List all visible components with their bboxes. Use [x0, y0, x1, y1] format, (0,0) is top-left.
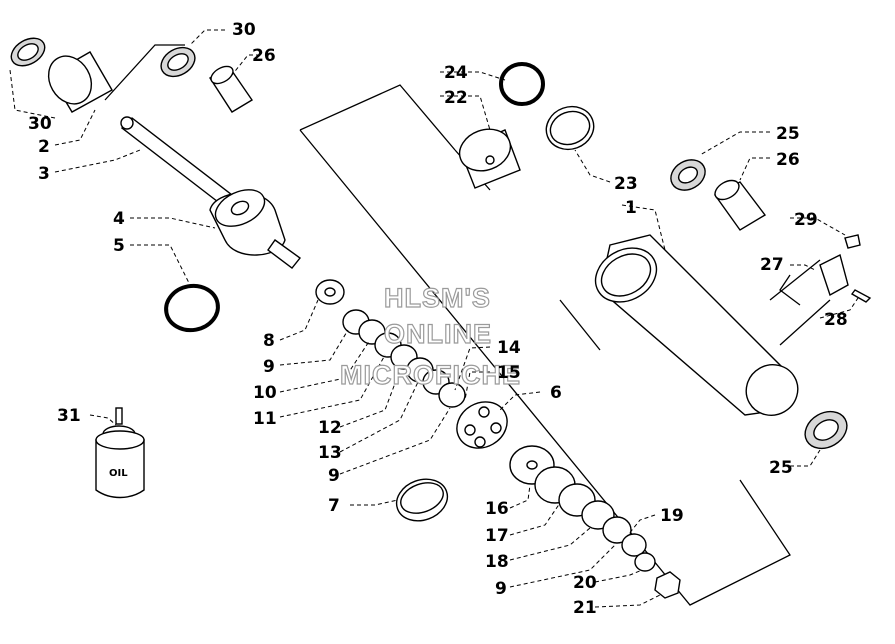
part-labels: 30 26 30 2 3 4 5 24 22 23 25 26 1 29 27 … — [28, 20, 848, 618]
label-24: 24 — [444, 63, 468, 83]
leader-lines — [9, 29, 861, 608]
label-7: 7 — [328, 496, 340, 516]
label-25-bottom: 25 — [769, 458, 793, 478]
label-3: 3 — [38, 164, 50, 184]
part-28-valve-core — [850, 289, 872, 303]
part-27-valve — [819, 253, 849, 297]
watermark-line-3: MICROFICHE — [340, 360, 521, 390]
label-21: 21 — [573, 598, 597, 618]
label-16: 16 — [485, 499, 509, 519]
label-5: 5 — [113, 236, 125, 256]
part-23-ring — [545, 105, 595, 151]
part-22-piston — [458, 128, 521, 189]
part-24-o-ring — [499, 62, 545, 106]
part-29-valve-cap — [844, 234, 861, 249]
watermark-line-1: HLSM'S — [384, 283, 491, 313]
part-26-sleeve-top — [208, 65, 253, 113]
label-11: 11 — [253, 409, 277, 429]
label-14: 14 — [497, 338, 521, 358]
label-22: 22 — [444, 88, 468, 108]
label-31: 31 — [57, 406, 81, 426]
label-17: 17 — [485, 526, 509, 546]
watermark-line-2: ONLINE — [384, 319, 492, 349]
label-12: 12 — [318, 418, 342, 438]
assembly-frame-outline — [299, 84, 791, 606]
part-25-bushing-top — [670, 159, 706, 191]
label-26-right: 26 — [776, 150, 800, 170]
label-19: 19 — [660, 506, 684, 526]
label-30-left: 30 — [28, 114, 52, 134]
part-2-spacer — [47, 51, 113, 113]
label-27: 27 — [760, 255, 784, 275]
part-30-bushing-top — [10, 37, 46, 67]
label-25-top: 25 — [776, 124, 800, 144]
label-4: 4 — [113, 209, 125, 229]
label-30-top: 30 — [232, 20, 256, 40]
part-31-oil-bottle — [95, 407, 145, 499]
label-26-top: 26 — [252, 46, 276, 66]
washer-stack-upper — [315, 279, 466, 408]
part-1-reservoir-body — [594, 234, 799, 416]
label-10: 10 — [253, 383, 277, 403]
label-13: 13 — [318, 443, 342, 463]
part-6-piston — [456, 401, 508, 449]
label-9-b: 9 — [328, 466, 340, 486]
part-30-bushing-right — [160, 46, 196, 78]
label-1: 1 — [625, 198, 637, 218]
oil-bottle-label: OIL — [109, 468, 128, 479]
part-26-sleeve-right — [713, 179, 767, 231]
label-9-a: 9 — [263, 357, 275, 377]
part-5-o-ring — [164, 283, 220, 333]
label-6: 6 — [550, 383, 562, 403]
label-8: 8 — [263, 331, 275, 351]
label-2: 2 — [38, 137, 50, 157]
washer-stack-lower — [509, 445, 681, 599]
part-4-body-cap — [209, 189, 302, 269]
watermark: HLSM'S ONLINE MICROFICHE — [339, 282, 521, 390]
label-20: 20 — [573, 573, 597, 593]
label-15: 15 — [497, 363, 521, 383]
part-25-bushing-bottom — [804, 410, 848, 450]
label-28: 28 — [824, 310, 848, 330]
guide-line-27 — [769, 259, 831, 346]
guide-line-30-26 — [104, 44, 185, 101]
label-29: 29 — [794, 210, 818, 230]
part-7-piston-ring — [395, 478, 449, 522]
label-23: 23 — [614, 174, 638, 194]
label-9-c: 9 — [495, 579, 507, 599]
label-18: 18 — [485, 552, 509, 572]
